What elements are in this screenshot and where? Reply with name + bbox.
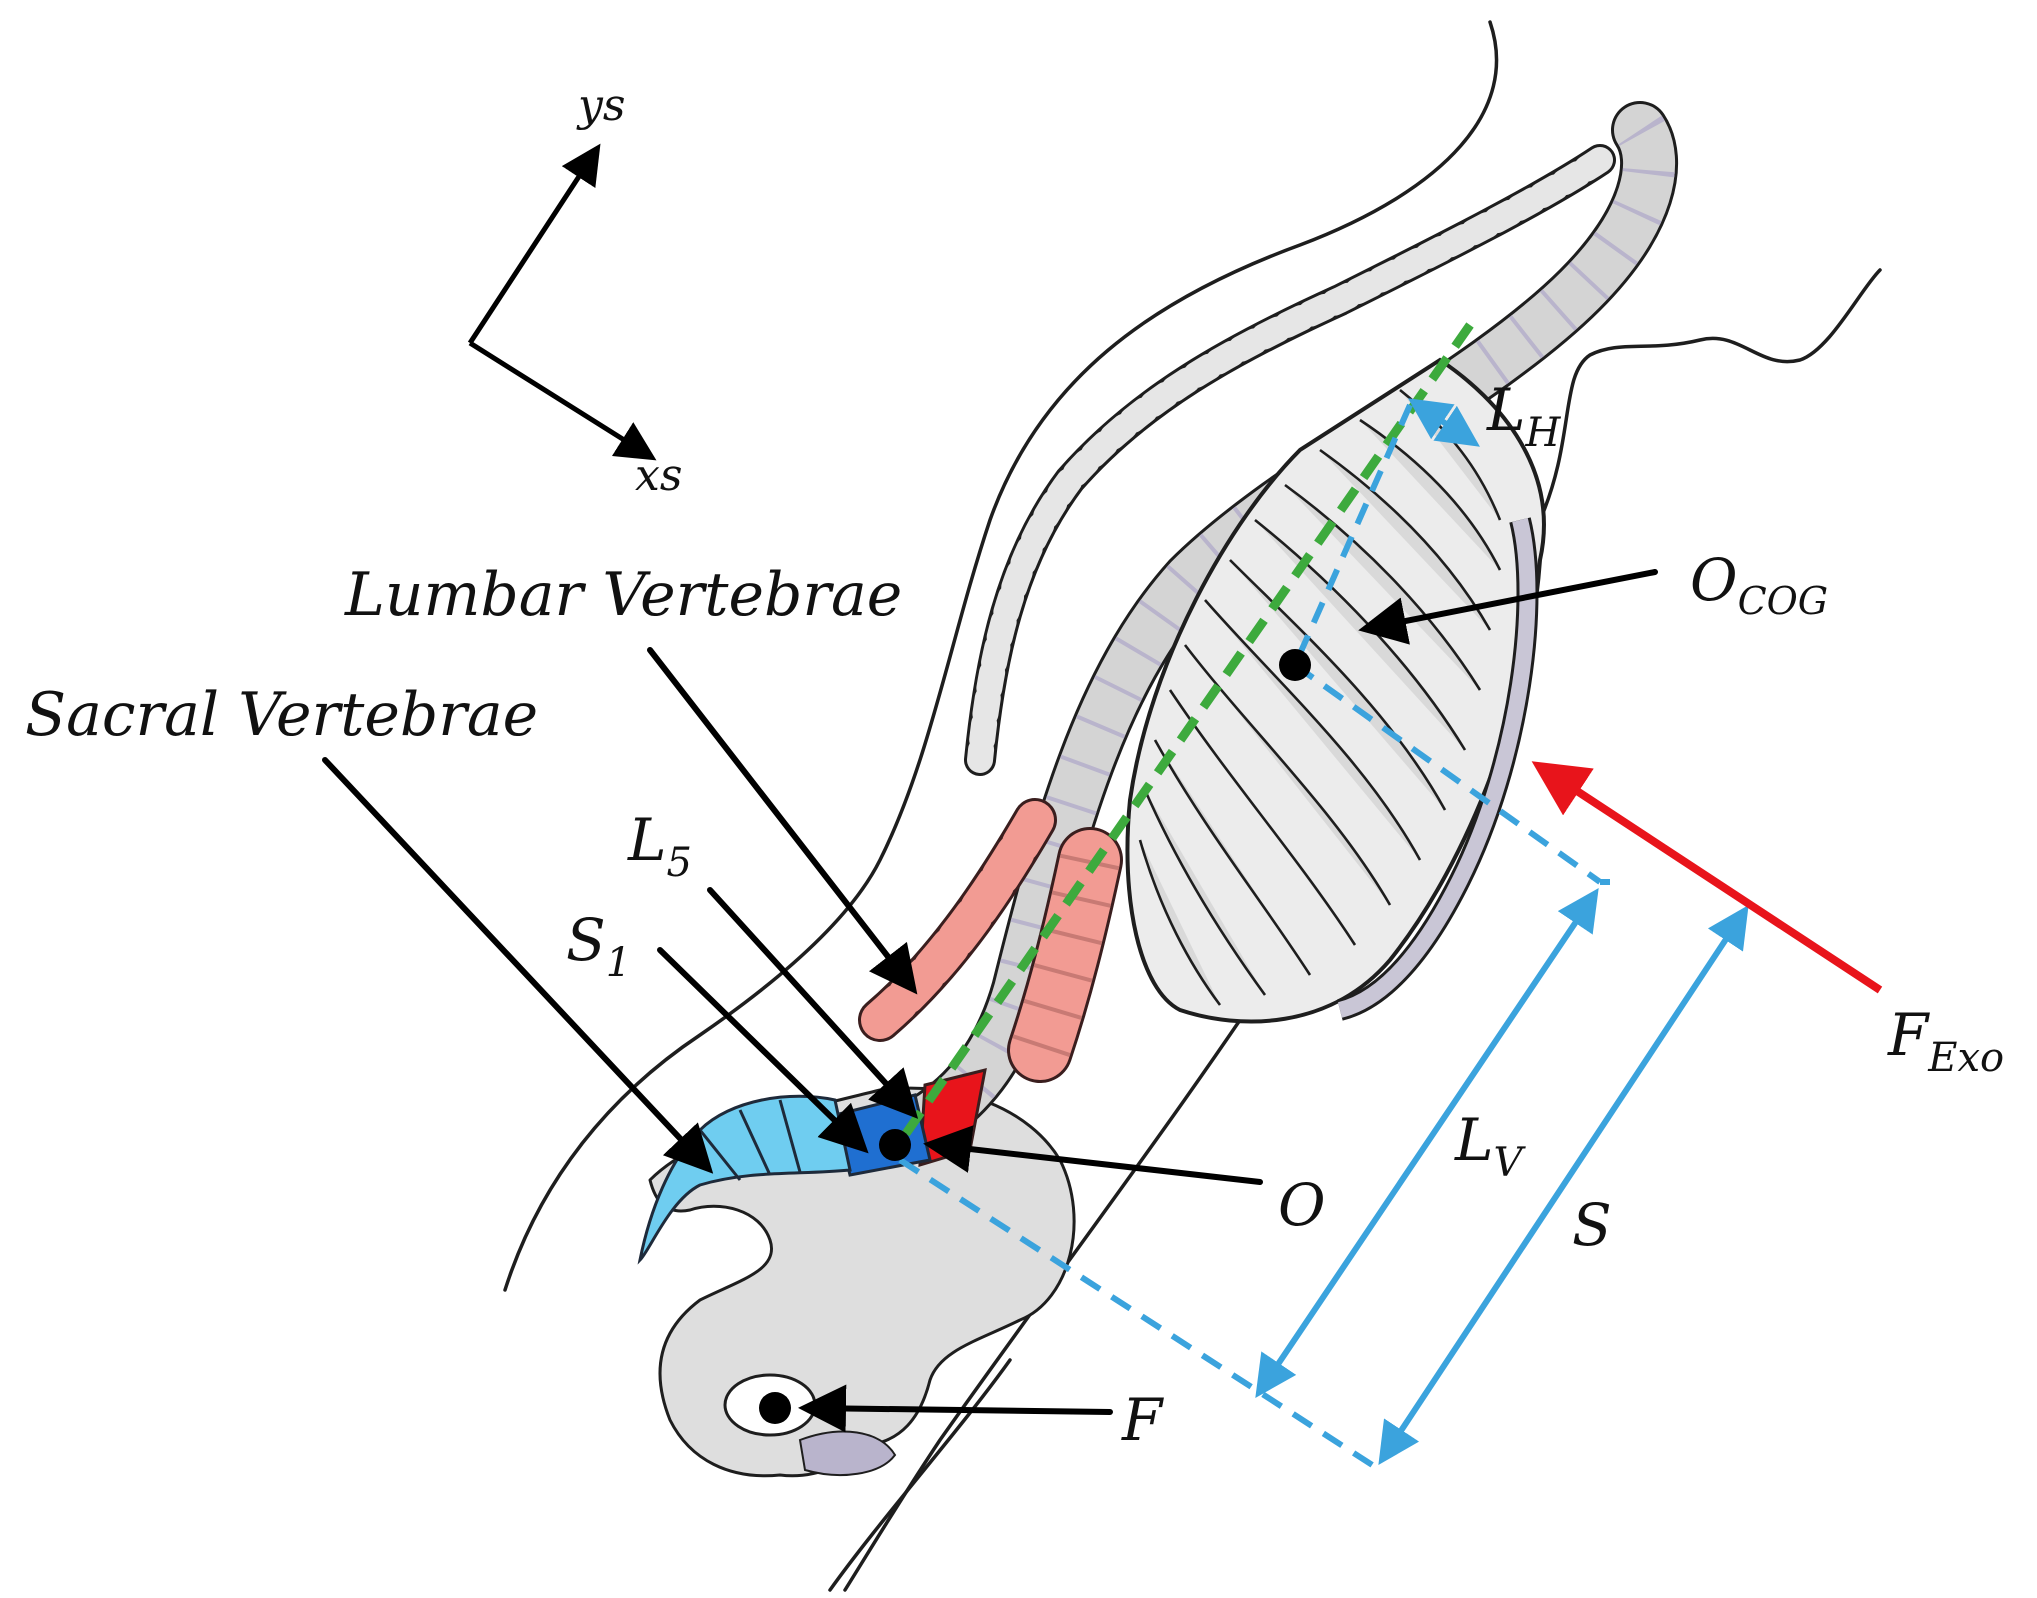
o-point bbox=[879, 1129, 911, 1161]
s1-label-sub: 1 bbox=[606, 940, 631, 986]
exo-force-arrow bbox=[1531, 761, 1883, 994]
ys-axis bbox=[467, 143, 601, 345]
dimension-construction-lines bbox=[898, 403, 1610, 1473]
s1-label: S1 bbox=[566, 906, 631, 986]
ys-axis-label: ys bbox=[576, 80, 625, 131]
lv-label-main: L bbox=[1454, 1106, 1494, 1174]
xs-axis-label: xs bbox=[635, 450, 682, 501]
ocog-label: OCOG bbox=[1690, 546, 1828, 623]
s-label: S bbox=[1572, 1191, 1612, 1259]
lh-dimension bbox=[1408, 398, 1480, 447]
xs-axis bbox=[468, 340, 657, 461]
sacral-vertebrae-label: Sacral Vertebrae bbox=[25, 680, 538, 750]
fexo-label-sub: Exo bbox=[1927, 1035, 2004, 1081]
lumbar-leader bbox=[647, 647, 918, 995]
f-leader bbox=[798, 1384, 1113, 1433]
sacral-leader bbox=[322, 757, 714, 1174]
lh-label-sub: H bbox=[1525, 410, 1562, 456]
l5-label-main: L bbox=[627, 806, 667, 874]
f-point bbox=[759, 1392, 791, 1424]
lv-label-sub: V bbox=[1494, 1140, 1527, 1186]
ocog-label-main: O bbox=[1690, 546, 1738, 614]
fexo-label: FExo bbox=[1887, 1001, 2004, 1081]
l5-label: L5 bbox=[627, 806, 692, 886]
s1-label-main: S bbox=[566, 906, 606, 974]
o-leader bbox=[923, 1125, 1263, 1185]
cog-point bbox=[1279, 649, 1311, 681]
f-label: F bbox=[1121, 1386, 1164, 1454]
ocog-leader bbox=[1358, 569, 1658, 645]
ocog-label-sub: COG bbox=[1738, 579, 1829, 623]
lumbar-vertebrae-label: Lumbar Vertebrae bbox=[344, 560, 902, 630]
l5-leader bbox=[707, 887, 919, 1119]
fexo-label-main: F bbox=[1887, 1001, 1930, 1069]
lv-label: LV bbox=[1454, 1106, 1527, 1186]
s-dimension bbox=[1378, 904, 1749, 1466]
l5-label-sub: 5 bbox=[667, 840, 692, 886]
thoracic-vertebrae bbox=[874, 104, 1676, 1161]
s1-leader bbox=[657, 947, 869, 1154]
spine bbox=[871, 101, 1679, 1164]
sacral-vertebrae bbox=[637, 1094, 852, 1265]
lh-label-main: L bbox=[1486, 376, 1526, 444]
lh-label: LH bbox=[1486, 376, 1562, 456]
coordinate-axes: ys xs bbox=[467, 80, 682, 501]
o-label: O bbox=[1278, 1171, 1326, 1239]
spine-line bbox=[901, 322, 1474, 1138]
